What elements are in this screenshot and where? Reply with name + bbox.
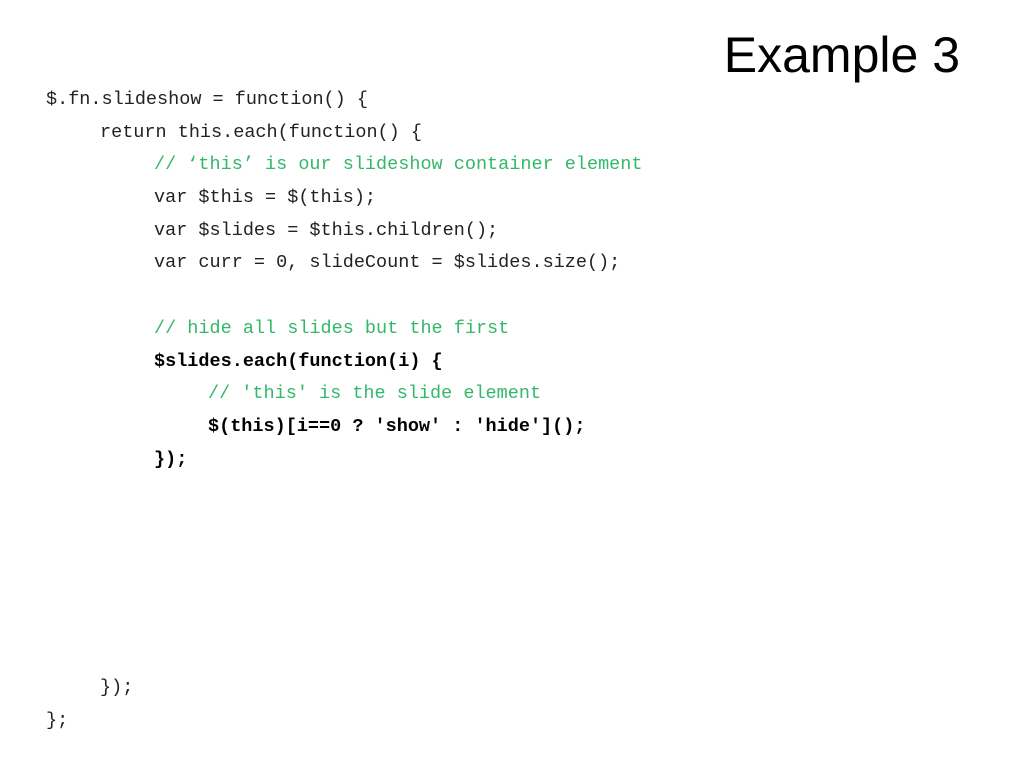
slide-title: Example 3 bbox=[723, 27, 960, 83]
code-comment: // hide all slides but the first bbox=[154, 317, 510, 339]
code-comment: // ‘this’ is our slideshow container ele… bbox=[154, 154, 643, 176]
code-line-highlight: $(this)[i==0 ? 'show' : 'hide'](); bbox=[208, 415, 586, 437]
code-line: }); bbox=[100, 677, 134, 699]
blank-area bbox=[46, 476, 642, 672]
code-comment: // 'this' is the slide element bbox=[208, 383, 542, 405]
code-line: var $this = $(this); bbox=[154, 187, 377, 209]
code-line: }; bbox=[46, 709, 69, 731]
code-line-highlight: $slides.each(function(i) { bbox=[154, 350, 443, 372]
blank-line bbox=[46, 280, 642, 313]
code-line: return this.each(function() { bbox=[100, 121, 422, 143]
code-block: $.fn.slideshow = function() { return thi… bbox=[46, 84, 642, 738]
code-line: var $slides = $this.children(); bbox=[154, 219, 499, 241]
code-line: $.fn.slideshow = function() { bbox=[46, 89, 368, 110]
code-line-highlight: }); bbox=[154, 448, 188, 470]
code-line: var curr = 0, slideCount = $slides.size(… bbox=[154, 252, 621, 274]
